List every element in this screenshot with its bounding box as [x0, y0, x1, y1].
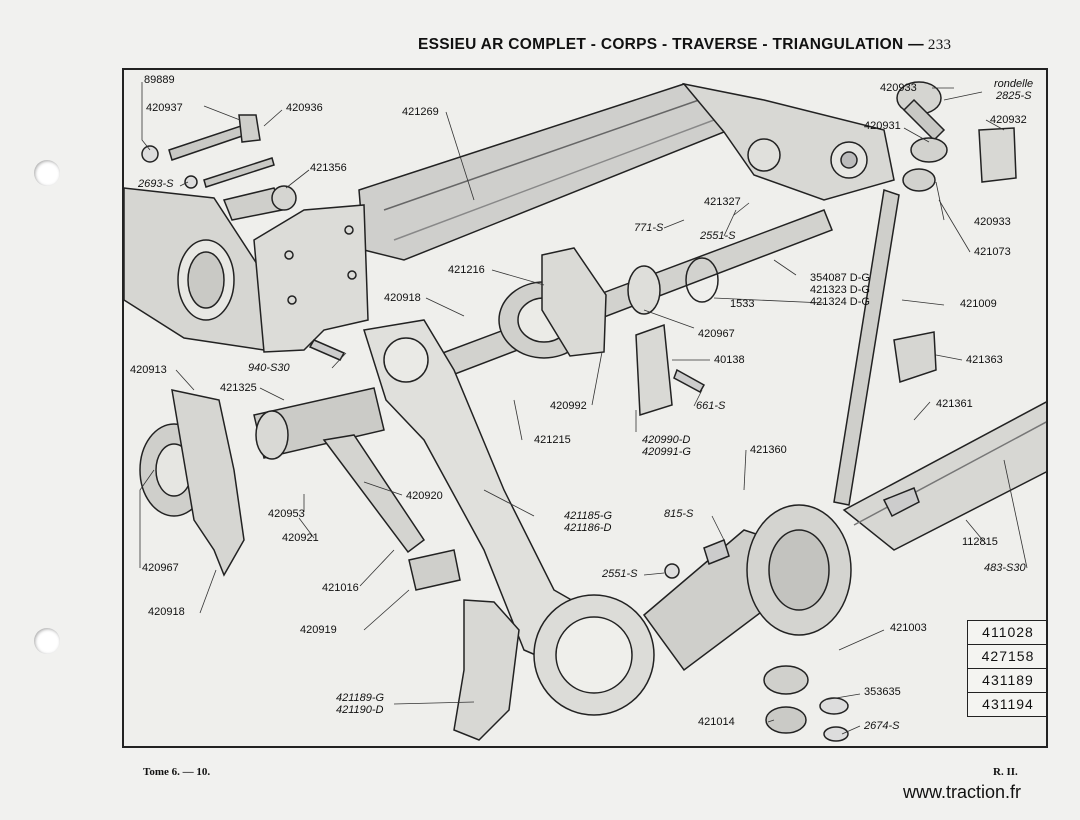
part-label: 1533: [730, 298, 755, 310]
reference-number-table: 411028 427158 431189 431194: [967, 620, 1046, 717]
part-label: 421186-D: [564, 522, 612, 534]
header-title: ESSIEU AR COMPLET - CORPS - TRAVERSE - T…: [418, 36, 924, 53]
part-label: 421009: [960, 298, 997, 310]
part-label: 112815: [962, 536, 998, 548]
part-label: 420936: [286, 102, 323, 114]
part-label: 420937: [146, 102, 183, 114]
part-label: 421324 D-G: [810, 296, 870, 308]
part-label: 420920: [406, 490, 443, 502]
part-label: 661-S: [696, 400, 726, 412]
part-label: 940-S30: [248, 362, 290, 374]
part-label: 420967: [698, 328, 735, 340]
page-number: 233: [927, 37, 952, 53]
part-label: 421014: [698, 716, 735, 728]
exploded-axle-drawing: [124, 81, 1046, 742]
part-label: 771-S: [634, 222, 664, 234]
part-label: 421323 D-G: [810, 284, 870, 296]
part-label: 420933: [974, 216, 1011, 228]
part-label: 421003: [890, 622, 927, 634]
part-label: 420967: [142, 562, 179, 574]
reference-number: 431189: [968, 669, 1046, 693]
footer-section: R. II.: [993, 766, 1018, 778]
page-header: ESSIEU AR COMPLET - CORPS - TRAVERSE - T…: [418, 36, 951, 54]
part-label: 2551-S: [602, 568, 638, 580]
part-label: 421073: [974, 246, 1011, 258]
part-label: 483-S30: [984, 562, 1026, 574]
binder-hole-top: [34, 160, 60, 186]
part-label: 89889: [144, 74, 175, 86]
part-label: 2693-S: [138, 178, 174, 190]
part-label: 421190-D: [336, 704, 384, 716]
reference-number: 411028: [968, 621, 1046, 645]
part-label: 420931: [864, 120, 901, 132]
part-label: 353635: [864, 686, 901, 698]
part-label: 2674-S: [864, 720, 900, 732]
part-label: rondelle: [994, 78, 1034, 90]
part-label: 420918: [384, 292, 421, 304]
reference-number: 431194: [982, 696, 1034, 712]
part-label: 421269: [402, 106, 439, 118]
part-label: 421185-G: [564, 510, 613, 522]
part-label: 421016: [322, 582, 359, 594]
part-label: 2551-S: [700, 230, 736, 242]
part-label: 420918: [148, 606, 185, 618]
part-label: 420953: [268, 508, 305, 520]
part-label: 2825-S: [996, 90, 1032, 102]
part-label: 420913: [130, 364, 167, 376]
part-label: 421356: [310, 162, 347, 174]
part-label: 421361: [936, 398, 973, 410]
part-label: 420991-G: [642, 446, 691, 458]
part-label: 420990-D: [642, 434, 691, 446]
part-label: 420921: [282, 532, 319, 544]
part-label: 420932: [990, 114, 1027, 126]
footer-volume: Tome 6. — 10.: [143, 766, 211, 778]
reference-number: 427158: [968, 645, 1046, 669]
watermark-url: www.traction.fr: [903, 782, 1022, 802]
part-label: 420919: [300, 624, 337, 636]
part-label: 815-S: [664, 508, 694, 520]
exploded-diagram-frame: 89889 420937 420936 421356 2693-S 421269…: [122, 68, 1048, 748]
part-label: 421327: [704, 196, 741, 208]
part-label: 421325: [220, 382, 257, 394]
part-label: 421216: [448, 264, 485, 276]
part-label: 420992: [550, 400, 587, 412]
part-label: 40138: [714, 354, 745, 366]
part-label: 421363: [966, 354, 1003, 366]
part-label: 354087 D-G: [810, 272, 870, 284]
part-label: 421189-G: [336, 692, 385, 704]
part-label: 420933: [880, 82, 917, 94]
binder-hole-bottom: [34, 628, 60, 654]
part-label: 421360: [750, 444, 787, 456]
part-label: 421215: [534, 434, 571, 446]
